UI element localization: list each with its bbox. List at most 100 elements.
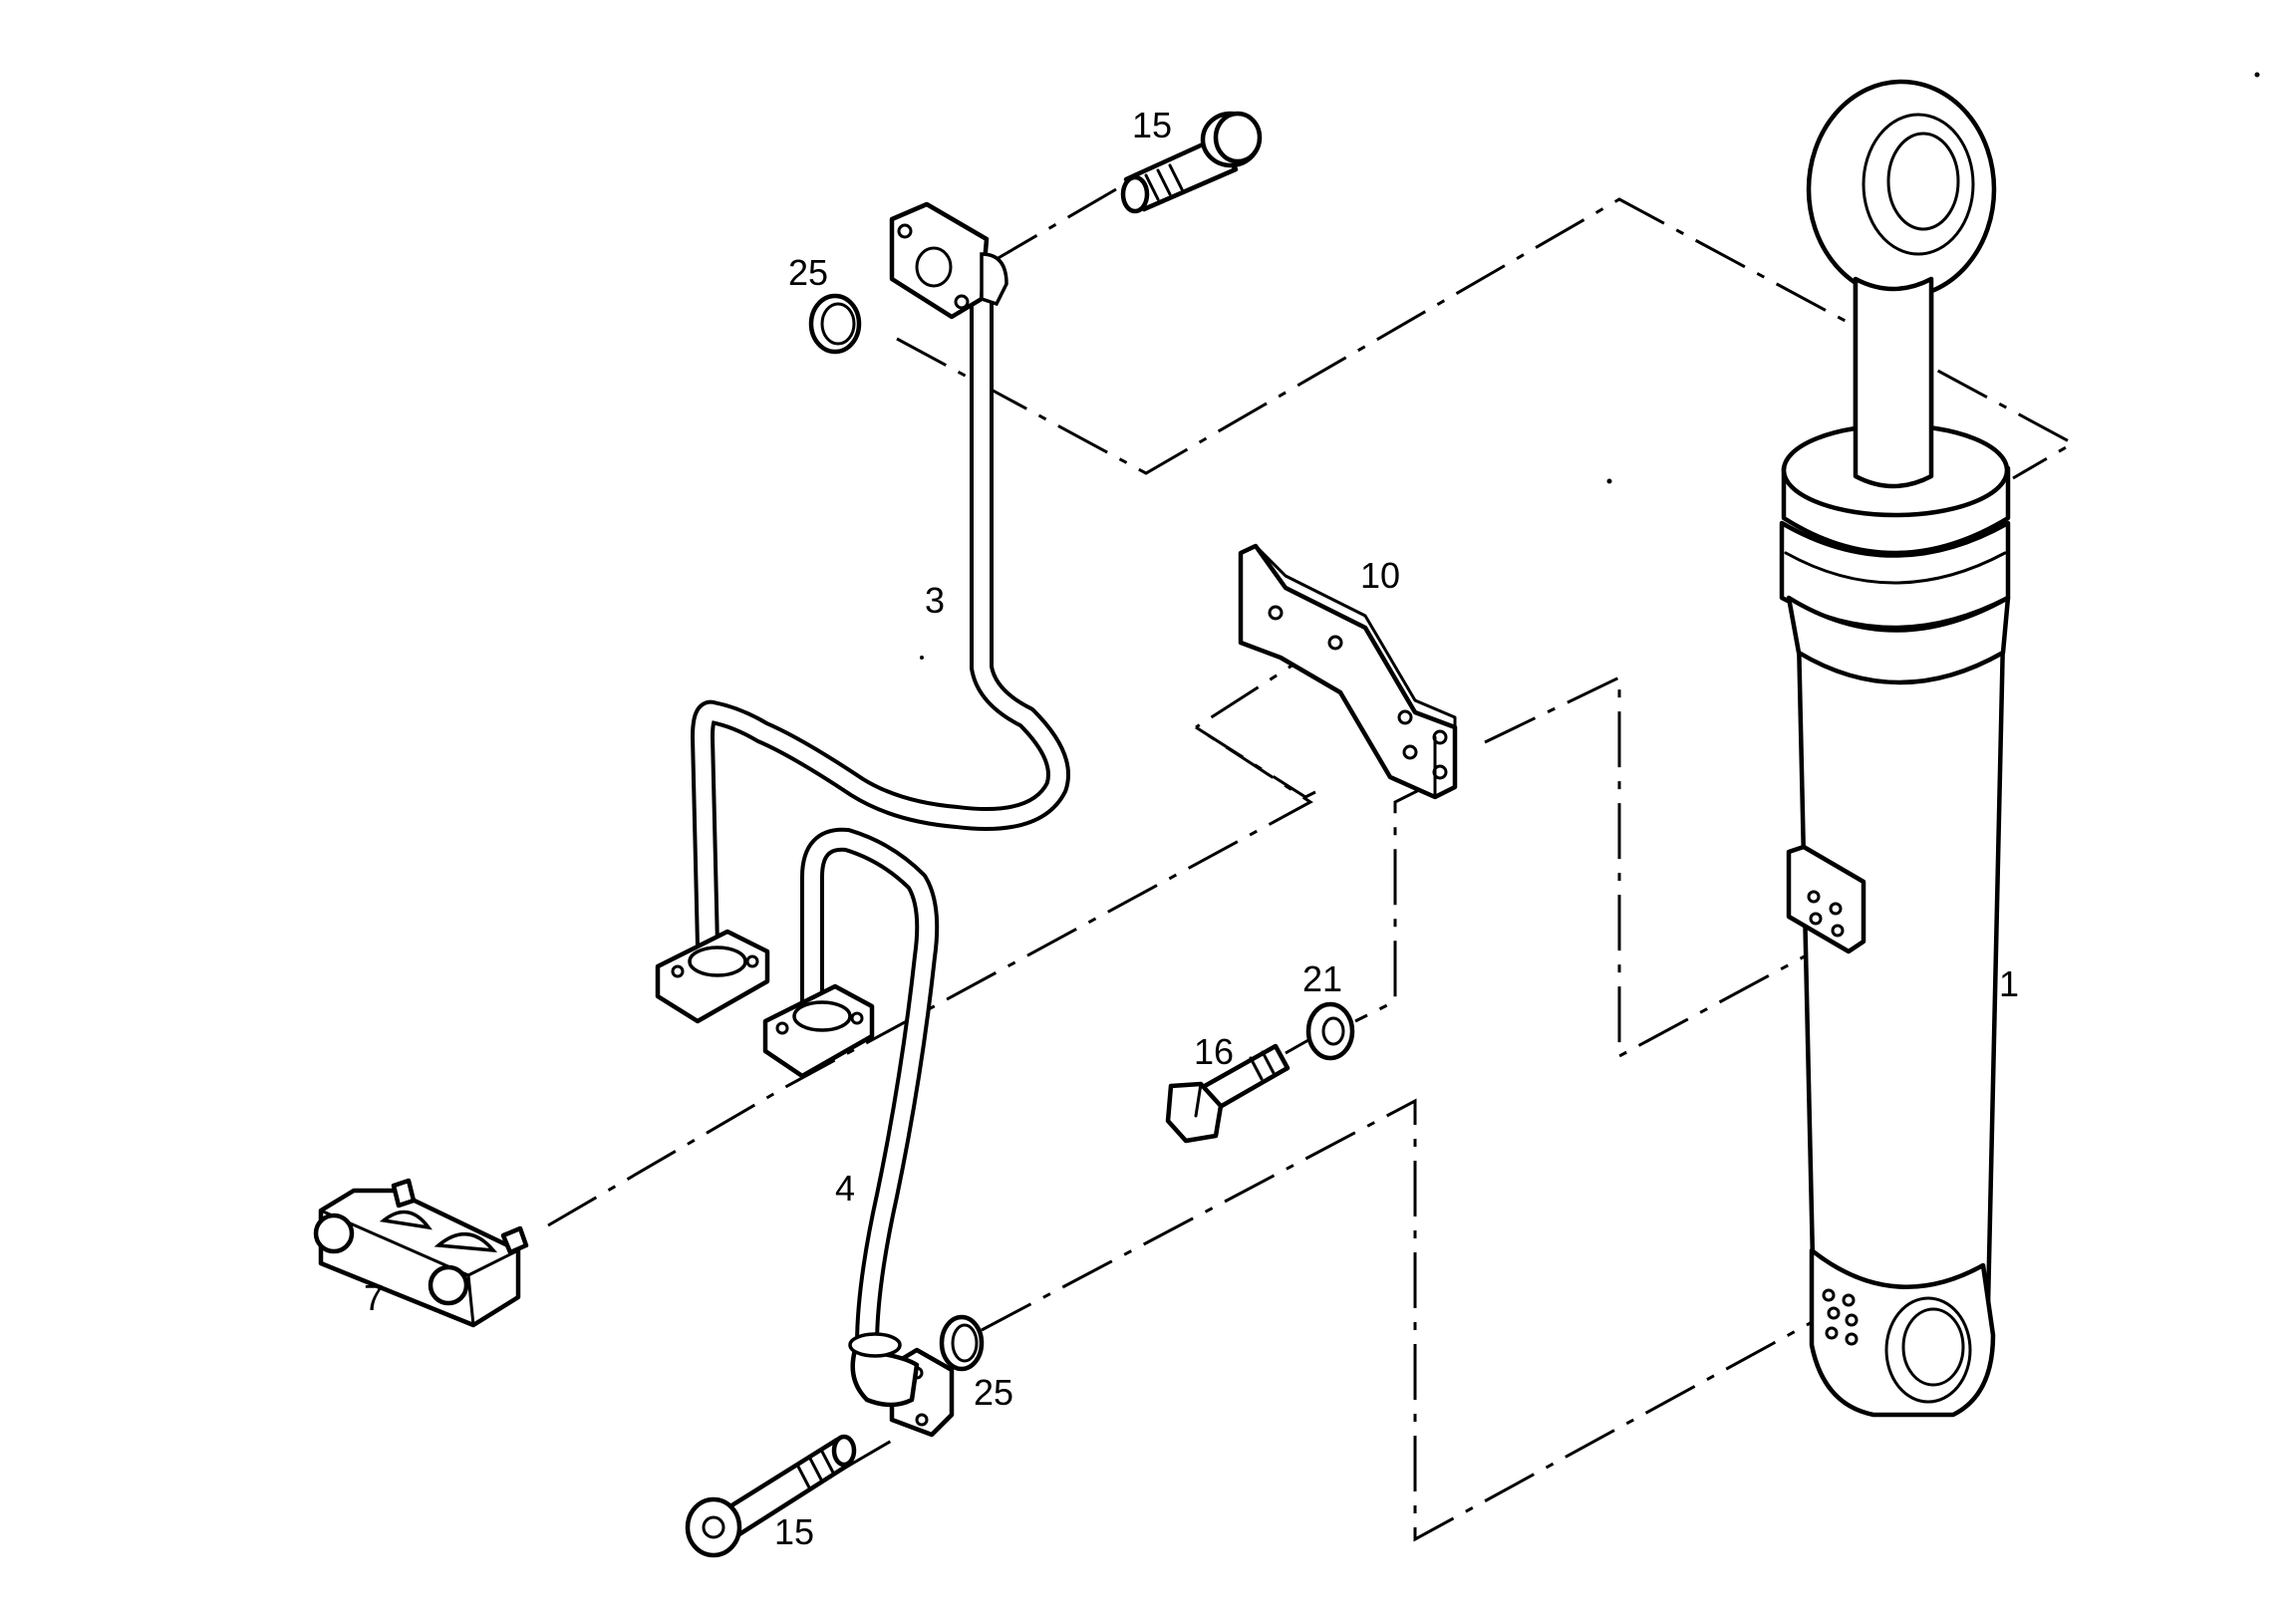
o-ring-25-top-inner: [820, 302, 856, 346]
washer-21-inner: [1321, 1016, 1345, 1046]
scan-speck-1: [2254, 72, 2260, 78]
lug-bolt-hole-3: [1809, 912, 1823, 926]
pipe-3: [655, 201, 1070, 1024]
clamp-saddle-2: [433, 1231, 498, 1253]
rod-eye-inner-ring: [1862, 113, 1975, 256]
leader-ring25-bottom-to-cylinder-base: [981, 1098, 1817, 1542]
collar-groove: [1784, 551, 2007, 585]
bolt-15-bottom-socket: [702, 1515, 725, 1539]
bracket-hole-6: [1432, 764, 1448, 780]
base-port-hole-3: [1827, 1306, 1841, 1320]
pipe-4-upper-flange-boss: [792, 1000, 852, 1032]
pipe-3-bottom-flange-hole-1: [671, 964, 685, 978]
pipe-3-bottom-flange-boss: [688, 945, 747, 977]
callout-part-25-top: 25: [788, 252, 828, 293]
hydraulic-cylinder: [1779, 79, 2011, 1418]
pipe-3-top-flange-bore: [915, 246, 953, 288]
washer-21-outer: [1305, 1001, 1355, 1061]
callout-part-1: 1: [1999, 963, 2019, 1004]
leader-top-flange-to-cylinder-head: [896, 197, 2077, 480]
bolt-15-top-thread-end: [1120, 174, 1150, 214]
bracket-hole-3: [1397, 709, 1413, 725]
pipe-clamp-7: [313, 1178, 529, 1328]
callout-part-4: 4: [835, 1168, 855, 1209]
bolt-16-threads: [1249, 1050, 1276, 1081]
assembly-leader-lines: [547, 187, 2077, 1542]
base-port-hole-1: [1822, 1288, 1836, 1302]
clamp-bolt-head-left: [313, 1213, 355, 1254]
bolt-15-bottom-thread-end: [831, 1434, 857, 1468]
pipe-3-top-elbow: [980, 252, 1008, 307]
bracket-plate: [1238, 543, 1458, 800]
clamp-bolt-head-right: [428, 1264, 469, 1306]
base-port-hole-2: [1842, 1293, 1856, 1307]
clamp-front-edge: [466, 1273, 475, 1327]
bolt-16-hex-edge: [1194, 1082, 1203, 1118]
callout-part-7: 7: [364, 1277, 384, 1318]
o-ring-25-bottom-inner: [951, 1323, 979, 1363]
cylinder-barrel: [1796, 635, 2006, 1335]
callout-labels: 1 3 4 7 10 15 15 16 21 25 25: [364, 105, 2019, 1552]
o-ring-25-top: [808, 293, 862, 355]
lug-bolt-hole-4: [1831, 924, 1845, 938]
clamp-saddle-1: [379, 1210, 432, 1230]
cylinder-head-lower: [1786, 595, 2011, 685]
pipe-4-bore: [804, 831, 936, 1353]
pipe-4-nut: [848, 1332, 902, 1358]
leader-bolt15-top-to-flange: [996, 187, 1117, 261]
bracket-hole-5: [1402, 744, 1418, 760]
bolt-16: [1165, 1043, 1291, 1144]
o-ring-25-top-outer: [808, 293, 862, 355]
pipe-3-top-flange-hole-1: [897, 223, 913, 239]
clamp-block: [318, 1188, 521, 1328]
bracket-10: [1238, 543, 1458, 800]
base-eye-inner: [1901, 1307, 1965, 1387]
callout-part-16: 16: [1194, 1031, 1234, 1072]
lug-bolt-hole-1: [1807, 890, 1821, 904]
callout-part-10: 10: [1360, 555, 1400, 596]
clamp-stud-2: [500, 1225, 529, 1255]
callout-part-21: 21: [1302, 958, 1342, 999]
pipe-4-lower-elbow: [850, 1347, 920, 1408]
bolt-15-bottom: [685, 1434, 857, 1558]
pipe-4: [762, 827, 955, 1438]
base-port-hole-4: [1845, 1313, 1859, 1327]
rod-eye-bore: [1886, 132, 1960, 231]
leader-bracket-to-bolt16: [1354, 780, 1436, 1023]
base-eye-outer: [1884, 1296, 1972, 1404]
lug-bolt-hole-2: [1829, 902, 1843, 916]
piston-rod-upper: [1853, 276, 1934, 489]
callout-part-25-bottom: 25: [974, 1372, 1013, 1413]
bolt-15-top-threads: [1144, 163, 1184, 201]
base-port-hole-5: [1825, 1326, 1839, 1340]
pipe-3-top-flange: [889, 201, 990, 320]
bolt-15-top: [1120, 111, 1263, 214]
bracket-hole-2: [1327, 635, 1343, 651]
callout-part-3: 3: [925, 580, 945, 621]
leader-bracket-to-cylinder-lug: [1484, 674, 1815, 1059]
cylinder-mounting-lug: [1786, 844, 1866, 954]
scan-speck-3: [920, 656, 924, 660]
clamp-stud-1: [391, 1178, 417, 1209]
bolt-15-top-head-face: [1213, 111, 1263, 164]
washer-21: [1305, 1001, 1355, 1061]
pipe-4-upper-flange-hole-1: [775, 1021, 789, 1035]
rod-eye: [1806, 79, 1997, 300]
callout-part-15-top: 15: [1132, 105, 1172, 145]
pipe-3-bore: [695, 291, 1066, 954]
bracket-hole-4: [1432, 729, 1448, 745]
pipe-4-lower-flange-hole-2: [915, 1413, 929, 1427]
bolt-15-bottom-head: [685, 1496, 742, 1558]
o-ring-25-bottom: [939, 1314, 985, 1372]
pipe-3-top-flange-hole-2: [954, 294, 970, 310]
callout-part-15-bottom: 15: [774, 1511, 814, 1552]
cylinder-base: [1809, 1247, 1996, 1418]
bolt-15-bottom-threads: [795, 1448, 835, 1489]
bracket-hole-1: [1268, 605, 1284, 621]
scan-speck-2: [1606, 478, 1612, 484]
bracket-top-edge: [1254, 544, 1457, 729]
base-port-hole-6: [1845, 1332, 1859, 1346]
pipe-3-bottom-flange-hole-2: [745, 954, 759, 968]
leader-clamp7-to-pipe-flanges: [547, 725, 1313, 1227]
